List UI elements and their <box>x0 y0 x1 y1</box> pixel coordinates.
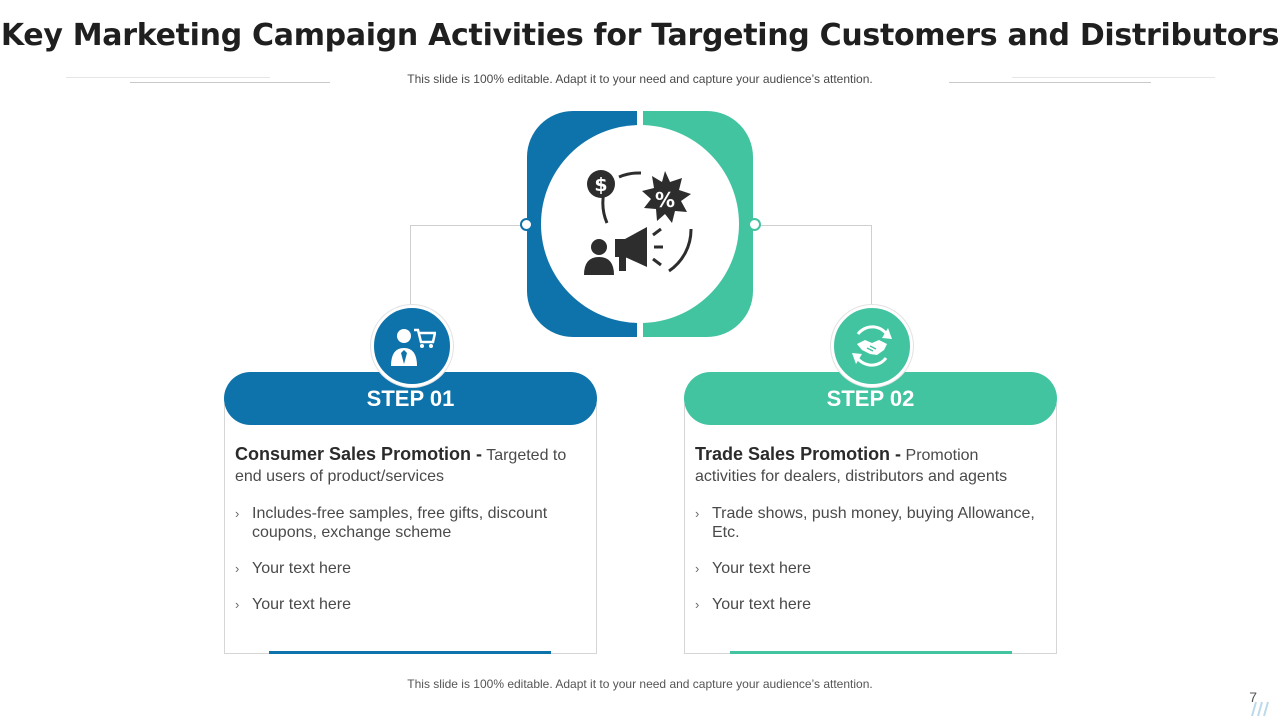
step-01-bullets: › Includes-free samples, free gifts, disc… <box>235 504 580 614</box>
step-02-accent-line <box>730 651 1012 654</box>
divider-left-upper <box>66 77 270 78</box>
step-02-badge <box>831 305 913 387</box>
connector-dot-left <box>520 218 533 231</box>
bullet-text: Trade shows, push money, buying Allowanc… <box>712 505 1035 541</box>
bullet-text: Your text here <box>712 560 812 577</box>
page-number: 7 <box>1249 689 1257 705</box>
chevron-right-icon: › <box>235 506 240 521</box>
step-01-description: Targeted to end users of product/service… <box>235 447 567 485</box>
step-02-bullets: › Trade shows, push money, buying Allowan… <box>695 504 1040 614</box>
marketing-campaign-icon: $ % <box>584 170 693 275</box>
bullet-text: Your text here <box>712 596 812 613</box>
divider-right-upper <box>1012 77 1215 78</box>
divider-right-lower <box>949 82 1151 83</box>
step-01-heading: Consumer Sales Promotion - <box>235 444 483 464</box>
list-item: › Your text here <box>695 595 1040 614</box>
step-02-description: Promotion activities for dealers, distri… <box>695 447 1008 485</box>
step-02-body: Trade Sales Promotion - Promotion activi… <box>695 444 1040 631</box>
svg-text:%: % <box>655 188 675 212</box>
list-item: › Includes-free samples, free gifts, disc… <box>235 504 580 542</box>
connector-left <box>410 225 527 308</box>
chevron-right-icon: › <box>235 597 240 612</box>
step-01-body: Consumer Sales Promotion - Targeted to e… <box>235 444 580 631</box>
step-01-lead: Consumer Sales Promotion - Targeted to e… <box>235 444 580 487</box>
connector-dot-right <box>748 218 761 231</box>
list-item: › Trade shows, push money, buying Allowan… <box>695 504 1040 542</box>
bullet-text: Your text here <box>252 596 352 613</box>
buyer-cart-icon <box>391 328 436 366</box>
step-02-card: Trade Sales Promotion - Promotion activi… <box>684 404 1057 654</box>
hub-circle <box>541 125 739 323</box>
bullet-text: Includes-free samples, free gifts, disco… <box>252 505 548 541</box>
slide-footer: This slide is 100% editable. Adapt it to… <box>407 677 873 691</box>
list-item: › Your text here <box>235 559 580 578</box>
chevron-right-icon: › <box>695 597 700 612</box>
chevron-right-icon: › <box>695 561 700 576</box>
bullet-text: Your text here <box>252 560 352 577</box>
list-item: › Your text here <box>235 595 580 614</box>
campaign-hub: $ % <box>527 111 753 337</box>
step-02-lead: Trade Sales Promotion - Promotion activi… <box>695 444 1040 487</box>
step-02-heading: Trade Sales Promotion - <box>695 444 902 464</box>
divider-left-lower <box>130 82 330 83</box>
slide-subtitle: This slide is 100% editable. Adapt it to… <box>407 72 873 86</box>
chevron-right-icon: › <box>235 561 240 576</box>
connector-right <box>756 225 872 308</box>
chevron-right-icon: › <box>695 506 700 521</box>
step-01-badge <box>371 305 453 387</box>
decorative-stripes-icon <box>1251 701 1269 716</box>
step-01-accent-line <box>269 651 551 654</box>
step-01-card: Consumer Sales Promotion - Targeted to e… <box>224 404 597 654</box>
svg-text:$: $ <box>594 174 607 196</box>
handshake-icon <box>852 325 892 367</box>
list-item: › Your text here <box>695 559 1040 578</box>
slide-title: Key Marketing Campaign Activities for Ta… <box>0 18 1280 53</box>
